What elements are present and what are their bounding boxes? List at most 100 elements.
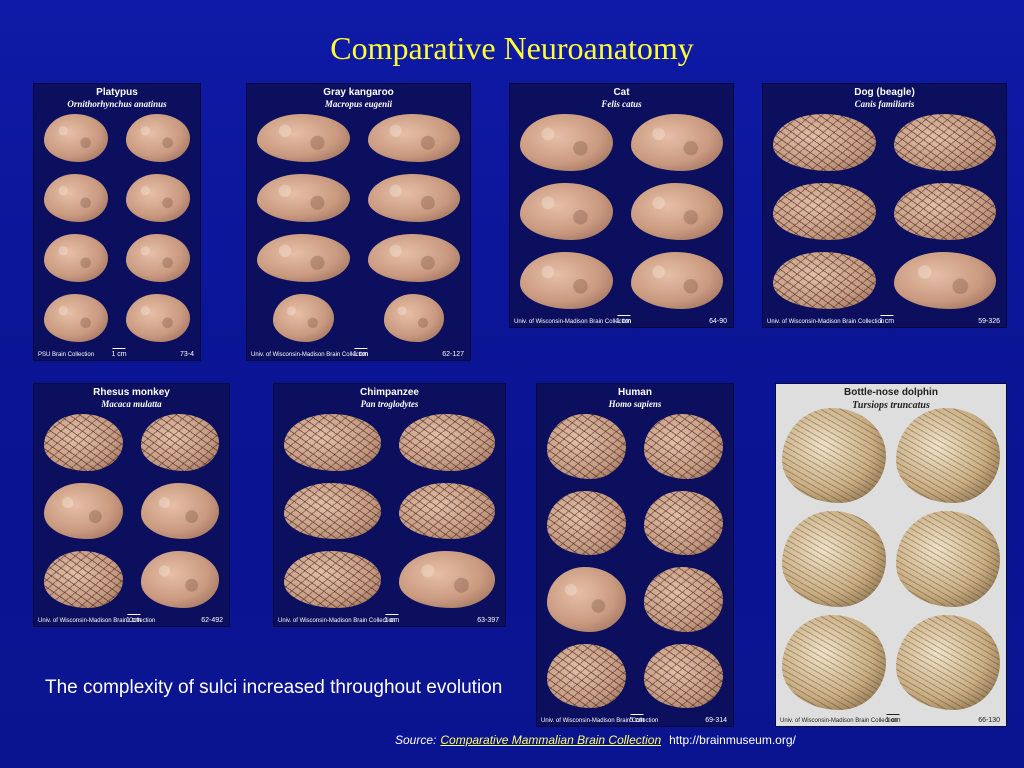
panel-cat: Cat Felis catus Univ. of Wisconsin-Madis… <box>510 84 733 327</box>
scale-bar: 1 cm <box>352 348 369 358</box>
source-link[interactable]: Comparative Mammalian Brain Collection <box>440 733 662 747</box>
panel-latin-name: Homo sapiens <box>608 399 662 409</box>
panel-title: Chimpanzee <box>360 387 419 398</box>
panel-title: Bottle-nose dolphin <box>844 387 938 398</box>
brain-photo <box>630 183 723 240</box>
brain-photo <box>140 414 219 471</box>
brain-photo <box>367 174 460 222</box>
panel-platypus: Platypus Ornithorhynchus anatinus PSU Br… <box>34 84 200 360</box>
specimen-code: 62-127 <box>442 351 464 358</box>
brain-photo <box>126 174 190 222</box>
specimen-code: 66-130 <box>978 717 1000 724</box>
brain-photo <box>520 114 613 171</box>
brain-photo <box>140 482 219 540</box>
panel-human: Human Homo sapiens Univ. of Wisconsin-Ma… <box>537 384 733 726</box>
brain-photo-grid <box>780 406 1002 712</box>
brain-photo-grid <box>38 410 225 612</box>
brain-photo <box>630 114 723 171</box>
panel-latin-name: Canis familiaris <box>854 99 915 109</box>
source-url: http://brainmuseum.org/ <box>669 733 796 747</box>
brain-photo <box>644 567 723 632</box>
brain-photo <box>257 174 350 222</box>
panel-footer: Univ. of Wisconsin-Madison Brain Collect… <box>541 714 727 724</box>
brain-photo <box>893 183 996 240</box>
brain-photo <box>273 294 334 342</box>
brain-photo <box>284 551 381 608</box>
specimen-code: 73-4 <box>179 351 194 358</box>
brain-photo <box>547 490 626 555</box>
brain-photo <box>367 234 460 282</box>
scale-bar: 1 cm <box>111 348 127 358</box>
panel-footer: Univ. of Wisconsin-Madison Brain Collect… <box>38 614 223 624</box>
brain-photo <box>44 551 123 608</box>
source-line: Source:Comparative Mammalian Brain Colle… <box>395 733 796 747</box>
panel-latin-name: Felis catus <box>601 99 642 109</box>
panel-footer: Univ. of Wisconsin-Madison Brain Collect… <box>780 714 1000 724</box>
brain-photo <box>893 114 996 171</box>
brain-photo <box>383 294 444 342</box>
brain-photo <box>644 490 723 555</box>
brain-photo <box>896 614 1000 710</box>
scale-bar: 1 cm <box>383 614 400 624</box>
brain-photo <box>644 643 723 708</box>
panel-latin-name: Macaca mulatta <box>101 399 162 409</box>
panel-latin-name: Ornithorhynchus anatinus <box>67 99 167 109</box>
scale-bar: 1 cm <box>878 315 895 325</box>
specimen-code: 64-90 <box>709 318 727 325</box>
brain-photo-grid <box>767 110 1002 313</box>
panel-latin-name: Pan troglodytes <box>360 399 419 409</box>
brain-photo <box>44 234 108 282</box>
brain-photo <box>367 114 460 162</box>
brain-photo <box>398 551 495 608</box>
brain-photo <box>44 114 108 162</box>
brain-photo <box>44 174 108 222</box>
panel-title: Dog (beagle) <box>854 87 915 98</box>
panel-latin-name: Macropus eugenii <box>324 99 393 109</box>
brain-photo <box>630 252 723 309</box>
brain-photo <box>257 234 350 282</box>
brain-photo <box>547 414 626 479</box>
brain-photo <box>782 614 886 710</box>
brain-photo <box>398 414 495 471</box>
brain-photo <box>893 252 996 309</box>
panel-footer: Univ. of Wisconsin-Madison Brain Collect… <box>278 614 499 624</box>
specimen-code: 59-326 <box>978 318 1000 325</box>
panel-footer: Univ. of Wisconsin-Madison Brain Collect… <box>767 315 1000 325</box>
brain-photo <box>644 414 723 479</box>
brain-photo <box>44 294 108 342</box>
brain-photo <box>284 414 381 471</box>
brain-photo <box>126 294 190 342</box>
collection-label: Univ. of Wisconsin-Madison Brain Collect… <box>278 618 396 624</box>
panel-chimpanzee: Chimpanzee Pan troglodytes Univ. of Wisc… <box>274 384 505 626</box>
brain-photo <box>126 114 190 162</box>
collection-label: Univ. of Wisconsin-Madison Brain Collect… <box>780 718 898 724</box>
brain-photo-grid <box>38 110 196 346</box>
panel-dolphin: Bottle-nose dolphin Tursiops truncatus U… <box>776 384 1006 726</box>
collection-label: Univ. of Wisconsin-Madison Brain Collect… <box>767 319 885 325</box>
panel-footer: Univ. of Wisconsin-Madison Brain Collect… <box>251 348 464 358</box>
collection-label: Univ. of Wisconsin-Madison Brain Collect… <box>38 618 156 624</box>
brain-photo <box>44 482 123 540</box>
source-label: Source: <box>395 733 437 747</box>
scale-bar: 1 cm <box>885 714 901 724</box>
brain-photo <box>773 183 876 240</box>
brain-photo-grid <box>278 410 501 612</box>
brain-photo <box>398 482 495 540</box>
brain-photo <box>126 234 190 282</box>
scale-bar: 1 cm <box>125 614 142 624</box>
brain-photo <box>547 643 626 708</box>
panel-latin-name: Tursiops truncatus <box>852 400 930 411</box>
brain-photo-grid <box>251 110 466 346</box>
brain-photo <box>520 252 613 309</box>
brain-photo <box>44 414 123 471</box>
panel-rhesus: Rhesus monkey Macaca mulatta Univ. of Wi… <box>34 384 229 626</box>
panel-title: Platypus <box>96 87 138 98</box>
brain-photo <box>896 511 1000 607</box>
collection-label: Univ. of Wisconsin-Madison Brain Collect… <box>541 718 659 724</box>
panel-kangaroo: Gray kangaroo Macropus eugenii Univ. of … <box>247 84 470 360</box>
brain-photo <box>773 114 876 171</box>
specimen-code: 63-397 <box>477 617 499 624</box>
panel-title: Cat <box>613 87 630 98</box>
panel-title: Rhesus monkey <box>93 387 170 398</box>
brain-photo <box>782 408 886 504</box>
